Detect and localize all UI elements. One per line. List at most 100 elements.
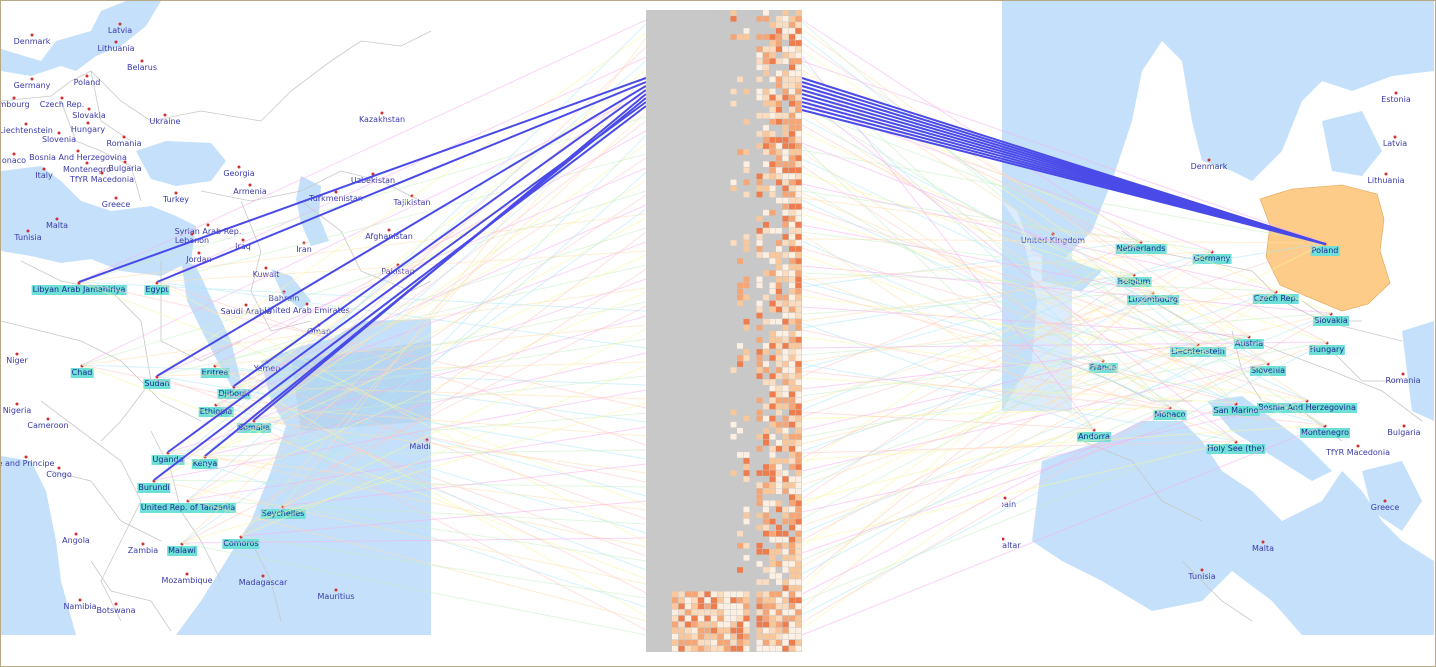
- country-label[interactable]: Djibouti: [217, 389, 251, 399]
- country-label[interactable]: Uzbekistan: [350, 176, 396, 185]
- country-label[interactable]: Romania: [106, 139, 142, 148]
- country-label[interactable]: Kenya: [191, 459, 219, 469]
- country-label[interactable]: United Arab Emirates: [264, 306, 350, 315]
- country-label[interactable]: Pakistan: [381, 267, 415, 276]
- country-label[interactable]: Libyan Arab Jamahiriya: [31, 285, 127, 295]
- country-label[interactable]: Congo: [46, 470, 72, 479]
- country-label[interactable]: Estonia: [1381, 95, 1411, 104]
- country-label[interactable]: Latvia: [107, 26, 133, 35]
- country-label[interactable]: Angola: [62, 536, 90, 545]
- country-label[interactable]: Belgium: [1116, 277, 1152, 287]
- country-label[interactable]: mbourg: [1, 100, 30, 109]
- country-label[interactable]: Monaco: [1153, 410, 1187, 420]
- country-label[interactable]: Belarus: [126, 63, 158, 72]
- country-label[interactable]: Armenia: [233, 187, 267, 196]
- country-label[interactable]: United Kingdom: [1020, 236, 1086, 245]
- country-label[interactable]: Chad: [70, 368, 94, 378]
- country-label[interactable]: Germany: [1192, 254, 1232, 264]
- country-label[interactable]: Bosnia And Herzegovina: [1257, 403, 1357, 413]
- country-label[interactable]: Luxembourg: [1127, 295, 1179, 305]
- country-label[interactable]: Romania: [1385, 376, 1421, 385]
- country-label[interactable]: Ethiopia: [198, 407, 234, 417]
- country-label[interactable]: Lithuania: [1367, 176, 1405, 185]
- country-label[interactable]: Georgia: [223, 169, 255, 178]
- country-label[interactable]: Afghanistan: [365, 232, 413, 241]
- country-label[interactable]: Gibraltar: [1002, 541, 1021, 550]
- country-label[interactable]: Latvia: [1382, 139, 1408, 148]
- country-label[interactable]: Lithuania: [97, 44, 135, 53]
- country-label[interactable]: Madagascar: [238, 578, 288, 587]
- country-label[interactable]: Seychelles: [260, 509, 306, 519]
- country-label[interactable]: Andorra: [1077, 432, 1111, 442]
- country-label[interactable]: Spain: [1002, 500, 1017, 509]
- country-label[interactable]: Somalia: [236, 423, 272, 433]
- country-label[interactable]: Malta: [45, 221, 69, 230]
- country-label[interactable]: Uganda: [151, 455, 185, 465]
- country-label[interactable]: Czech Rep.: [1252, 294, 1300, 304]
- country-label[interactable]: San Marino: [1212, 406, 1260, 416]
- country-label[interactable]: Iraq: [235, 242, 251, 251]
- country-label[interactable]: Malta: [1251, 544, 1275, 553]
- country-label[interactable]: Burundi: [137, 483, 171, 493]
- country-label[interactable]: Denmark: [1190, 162, 1228, 171]
- country-label[interactable]: Slovenia: [41, 135, 77, 144]
- country-label[interactable]: Cameroon: [27, 421, 69, 430]
- country-label[interactable]: Tunisia: [14, 233, 42, 242]
- country-label[interactable]: Bosnia And Herzegovina: [29, 153, 127, 162]
- country-label[interactable]: Mauritius: [317, 592, 355, 601]
- country-label[interactable]: Hungary: [1308, 345, 1346, 355]
- country-label[interactable]: e and Principe: [1, 459, 55, 468]
- country-label[interactable]: Tajikistan: [393, 198, 431, 207]
- country-label[interactable]: Maldives: [409, 442, 431, 451]
- country-label[interactable]: Tunisia: [1188, 572, 1216, 581]
- country-label[interactable]: Kazakhstan: [358, 115, 406, 124]
- country-label[interactable]: TfYR Macedonia: [70, 175, 134, 184]
- country-label[interactable]: Eritrea: [200, 368, 230, 378]
- country-label[interactable]: Slovakia: [72, 111, 106, 120]
- country-label[interactable]: Slovakia: [1313, 316, 1349, 326]
- country-label[interactable]: Mozambique: [161, 576, 213, 585]
- country-label[interactable]: Liechtenstein: [1, 126, 53, 135]
- country-label[interactable]: Ukraine: [149, 117, 181, 126]
- country-label[interactable]: Hungary: [70, 125, 106, 134]
- country-label[interactable]: Turkey: [162, 195, 190, 204]
- country-label[interactable]: Zambia: [127, 546, 159, 555]
- country-label[interactable]: Sudan: [143, 379, 171, 389]
- country-label[interactable]: Niger: [6, 356, 28, 365]
- country-label[interactable]: France: [1088, 363, 1118, 373]
- country-label[interactable]: Bahrain: [268, 294, 300, 303]
- country-label[interactable]: TfYR Macedonia: [1326, 448, 1390, 457]
- country-label[interactable]: Botswana: [96, 606, 136, 615]
- country-label[interactable]: Oman: [306, 327, 332, 336]
- country-label[interactable]: Czech Rep.: [39, 100, 85, 109]
- country-label[interactable]: Austria: [1233, 339, 1265, 349]
- country-label[interactable]: Greece: [101, 200, 131, 209]
- country-label[interactable]: Comoros: [222, 539, 260, 549]
- country-label[interactable]: Namibia: [63, 602, 97, 611]
- country-label[interactable]: Lebanon: [174, 236, 210, 245]
- country-label[interactable]: Poland: [73, 78, 101, 87]
- country-label[interactable]: Egypt: [144, 285, 170, 295]
- country-label[interactable]: Slovenia: [1249, 366, 1287, 376]
- country-label[interactable]: Montenegro: [62, 165, 112, 174]
- country-label[interactable]: Malawi: [167, 546, 197, 556]
- country-label[interactable]: Kuwait: [252, 270, 280, 279]
- country-label[interactable]: Iran: [296, 245, 312, 254]
- country-label[interactable]: Holy See (the): [1206, 444, 1266, 454]
- country-label[interactable]: Yemen: [253, 364, 281, 373]
- country-label[interactable]: Jordan: [186, 255, 212, 264]
- country-label[interactable]: Italy: [35, 171, 53, 180]
- country-label[interactable]: Germany: [13, 81, 51, 90]
- country-label[interactable]: onaco: [1, 156, 27, 165]
- country-label[interactable]: Turkmenistan: [309, 194, 363, 203]
- country-label[interactable]: Nigeria: [2, 406, 32, 415]
- country-label[interactable]: Denmark: [13, 37, 51, 46]
- country-label[interactable]: Netherlands: [1115, 244, 1167, 254]
- country-label[interactable]: United Rep. of Tanzania: [139, 503, 237, 513]
- country-label[interactable]: Poland: [1310, 246, 1340, 256]
- country-label[interactable]: Bulgaria: [1387, 428, 1421, 437]
- heatmap-matrix[interactable]: [646, 10, 802, 652]
- country-label[interactable]: Montenegro: [1299, 428, 1351, 438]
